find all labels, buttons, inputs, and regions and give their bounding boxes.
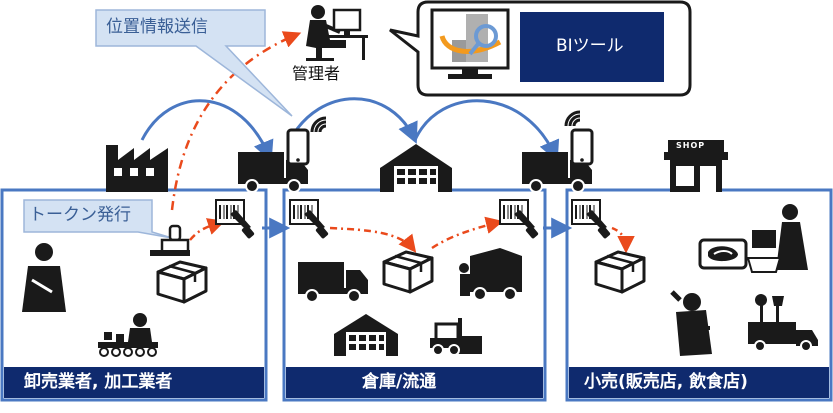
food-truck-icon <box>748 294 818 352</box>
meat-tray-icon <box>698 238 748 270</box>
waiter-icon <box>670 290 712 356</box>
token-issue-label: トークン発行 <box>29 205 131 225</box>
shop-icon <box>664 140 728 192</box>
bi-monitor-icon <box>430 8 510 79</box>
data-arrow-retail-scan-to-box <box>611 226 635 254</box>
bi-tool-label: BIツール <box>556 36 624 56</box>
chef-icon <box>746 204 808 273</box>
footer-label-warehouse: 倉庫/流通 <box>362 372 437 392</box>
forklift-icon <box>430 318 482 356</box>
warehouse-icon <box>380 144 452 192</box>
footer-retail <box>569 367 829 398</box>
wifi-icon <box>310 116 328 134</box>
flow-arc-warehouse-to-truck2 <box>413 99 560 162</box>
bi-tool-panel <box>520 12 664 82</box>
shop-sign-label: SHOP <box>676 141 706 150</box>
flow-arc-factory-to-truck1 <box>140 99 274 162</box>
manager-label: 管理者 <box>292 64 341 83</box>
token-stamp-icon <box>150 224 190 256</box>
footer-label-wholesale: 卸売業者, 加工業者 <box>24 372 173 392</box>
wifi-icon <box>564 110 582 128</box>
flow-arc-truck1-to-warehouse <box>288 97 418 144</box>
smartphone-icon <box>286 128 310 166</box>
truck-icon <box>459 248 522 301</box>
package-box-icon <box>594 250 646 294</box>
package-box-icon <box>156 260 208 304</box>
factory-icon <box>106 145 168 192</box>
location-info-label: 位置情報送信 <box>106 17 208 37</box>
warehouse-icon <box>334 314 398 356</box>
manager-at-desk-icon <box>306 5 368 61</box>
data-arrow-box-to-scanner <box>431 216 504 250</box>
footer-wholesale <box>4 367 264 398</box>
data-arrow-scan-to-box <box>329 226 417 253</box>
smartphone-icon <box>570 128 594 166</box>
package-box-icon <box>382 250 434 294</box>
footer-label-retail: 小売(販売店, 飲食店) <box>584 372 748 392</box>
conveyor-worker-icon <box>98 313 158 357</box>
data-arrow-to-manager <box>170 31 302 211</box>
worker-icon <box>22 243 66 312</box>
callout-location-info <box>95 9 293 117</box>
footer-warehouse <box>286 367 543 398</box>
